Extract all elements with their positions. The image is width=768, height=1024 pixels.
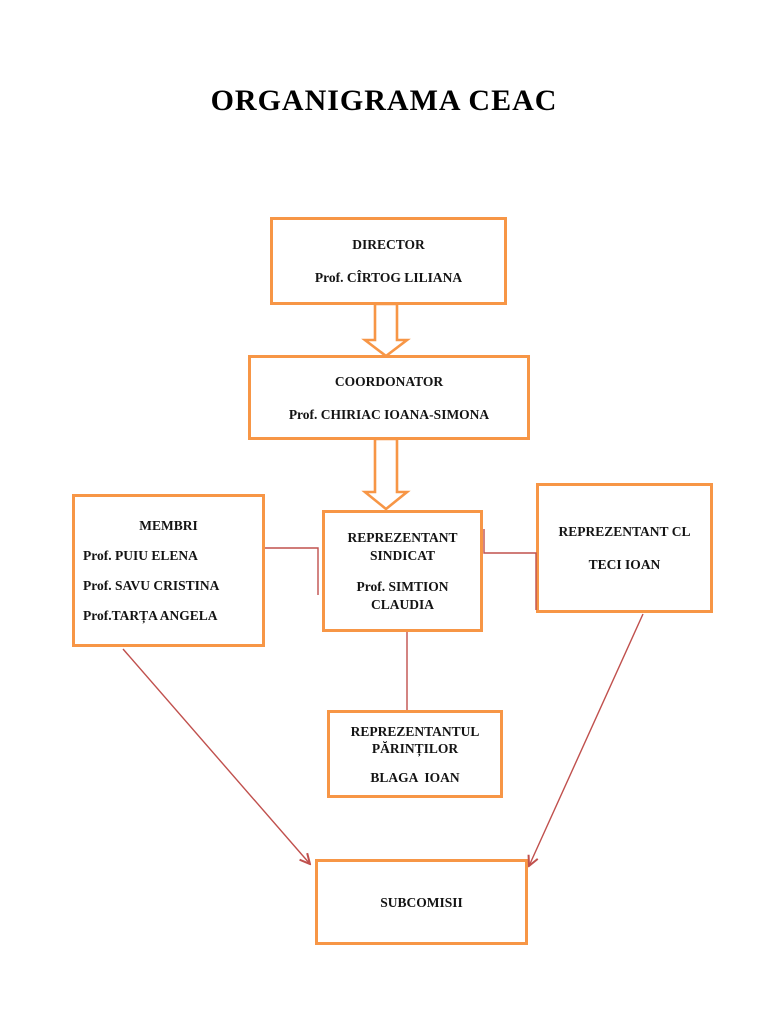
membri-role: MEMBRI	[139, 518, 198, 533]
arrow-membri-subcomisii	[122, 648, 310, 864]
block-arrow-coordonator-sindicat	[361, 437, 411, 511]
cl-name: TECI IOAN	[588, 557, 661, 572]
node-coordonator: COORDONATOR Prof. CHIRIAC IOANA-SIMONA	[248, 355, 530, 440]
node-subcomisii: SUBCOMISII	[315, 859, 528, 945]
page-title: ORGANIGRAMA CEAC	[210, 84, 558, 117]
membri-member: Prof. SAVU CRISTINA	[83, 578, 220, 593]
coordonator-name: Prof. CHIRIAC IOANA-SIMONA	[288, 406, 490, 422]
cl-role: REPREZENTANT CL	[558, 524, 691, 539]
block-arrow-director-coordonator	[361, 302, 411, 358]
membri-member: Prof.TARȚA ANGELA	[83, 608, 218, 623]
arrow-cl-subcomisii	[529, 613, 644, 866]
node-membri: MEMBRI Prof. PUIU ELENA Prof. SAVU CRIST…	[72, 494, 265, 647]
director-role: DIRECTOR	[352, 237, 425, 252]
parinti-name: BLAGA IOAN	[370, 769, 460, 785]
parinti-role: REPREZENTANTUL PĂRINȚILOR	[350, 723, 483, 756]
connector-membri-sindicat	[265, 547, 319, 595]
membri-member: Prof. PUIU ELENA	[83, 548, 198, 563]
node-reprezentant-sindicat: REPREZENTANT SINDICAT Prof. SIMTION CLAU…	[322, 510, 483, 632]
connector-sindicat-cl	[483, 529, 537, 610]
sindicat-role: REPREZENTANT SINDICAT	[347, 529, 461, 563]
node-reprezentant-cl: REPREZENTANT CL TECI IOAN	[536, 483, 713, 613]
coordonator-role: COORDONATOR	[334, 373, 444, 389]
sindicat-name: Prof. SIMTION CLAUDIA	[356, 578, 452, 612]
node-director: DIRECTOR Prof. CÎRTOG LILIANA	[270, 217, 507, 305]
node-reprezentant-parinti: REPREZENTANTUL PĂRINȚILOR BLAGA IOAN	[327, 710, 503, 798]
subcomisii-role: SUBCOMISII	[380, 894, 463, 910]
director-name: Prof. CÎRTOG LILIANA	[314, 270, 463, 285]
